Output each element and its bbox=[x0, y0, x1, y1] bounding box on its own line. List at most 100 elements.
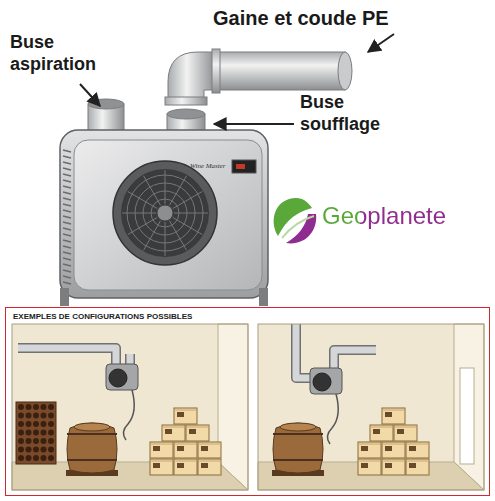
bottle-end bbox=[33, 404, 39, 410]
logo-swirl bbox=[282, 216, 314, 238]
box-edge bbox=[358, 444, 381, 445]
grill-spoke bbox=[174, 213, 208, 214]
duct-end bbox=[338, 52, 352, 90]
unit-face bbox=[74, 140, 262, 290]
box-mark bbox=[397, 429, 404, 434]
box-mark bbox=[189, 429, 196, 434]
box-mark bbox=[373, 429, 380, 434]
wine-box bbox=[174, 408, 197, 424]
mini-unit bbox=[310, 368, 342, 394]
wine-box bbox=[382, 442, 405, 458]
duct-collar bbox=[165, 97, 207, 105]
box-edge bbox=[394, 427, 417, 428]
grill-spoke bbox=[144, 176, 161, 205]
barrel bbox=[67, 423, 117, 473]
vent-slot bbox=[63, 240, 71, 242]
box-edge bbox=[358, 461, 381, 462]
duct-pipe bbox=[215, 52, 345, 90]
vent-slot bbox=[63, 174, 71, 176]
wine-box bbox=[186, 425, 209, 441]
bottle-end bbox=[26, 404, 32, 410]
scene-pipe bbox=[334, 350, 376, 368]
box-edge bbox=[174, 461, 197, 462]
vent-slot bbox=[63, 264, 71, 266]
scene-pipe bbox=[18, 348, 116, 364]
bottle-end bbox=[41, 404, 47, 410]
box-mark bbox=[177, 446, 184, 451]
box-edge bbox=[198, 461, 221, 462]
box-mark bbox=[177, 412, 184, 417]
bottle-end bbox=[18, 421, 24, 427]
vent-slot bbox=[63, 222, 71, 224]
mini-fan bbox=[109, 369, 127, 387]
bottle-end bbox=[41, 413, 47, 419]
scene bbox=[258, 324, 484, 490]
fan-grill bbox=[121, 169, 209, 257]
bottle-end bbox=[26, 421, 32, 427]
vent-slot bbox=[63, 216, 71, 218]
wine-box bbox=[150, 459, 173, 475]
bottle-end bbox=[48, 430, 54, 436]
bottle-end bbox=[48, 455, 54, 461]
side-vents bbox=[63, 150, 71, 284]
section-heading: EXEMPLES DE CONFIGURATIONS POSSIBLES bbox=[13, 312, 482, 321]
grill-spoke bbox=[128, 192, 157, 209]
box-mark bbox=[153, 463, 160, 468]
box-mark bbox=[201, 446, 208, 451]
bottle-end bbox=[41, 430, 47, 436]
bottle-end bbox=[48, 404, 54, 410]
barrel-hoop bbox=[273, 459, 323, 461]
vent-slot bbox=[63, 234, 71, 236]
grill-spoke bbox=[170, 176, 187, 205]
box-edge bbox=[370, 427, 393, 428]
wine-box bbox=[198, 442, 221, 458]
vent-slot bbox=[63, 186, 71, 188]
leader-arrow bbox=[368, 34, 394, 52]
bottle-end bbox=[48, 447, 54, 453]
wine-rack bbox=[16, 402, 56, 464]
intake-nozzle-top bbox=[88, 99, 124, 109]
bottle-end bbox=[33, 421, 39, 427]
part-name: Gaine et coude PE bbox=[213, 6, 389, 30]
box-edge bbox=[198, 444, 221, 445]
scene-pipe bbox=[334, 350, 376, 368]
logo-text: Geoplanete bbox=[322, 202, 446, 231]
box-mark bbox=[201, 463, 208, 468]
bottle-end bbox=[26, 438, 32, 444]
barrel-top bbox=[280, 423, 316, 431]
bottle-end bbox=[26, 430, 32, 436]
box-edge bbox=[382, 410, 405, 411]
box-mark bbox=[385, 446, 392, 451]
grill-spoke bbox=[165, 170, 166, 204]
wine-box bbox=[382, 408, 405, 424]
barrel-hoop bbox=[67, 459, 117, 461]
scene bbox=[12, 324, 248, 490]
vent-slot bbox=[63, 204, 71, 206]
bottle-end bbox=[26, 413, 32, 419]
wine-box bbox=[162, 425, 185, 441]
bottle-end bbox=[33, 438, 39, 444]
vent-slot bbox=[63, 282, 71, 284]
wine-box bbox=[198, 459, 221, 475]
box-edge bbox=[174, 444, 197, 445]
wine-box bbox=[394, 425, 417, 441]
vent-slot bbox=[63, 228, 71, 230]
outlet-nozzle-top bbox=[167, 109, 205, 119]
box-edge bbox=[150, 461, 173, 462]
bottle-end bbox=[41, 455, 47, 461]
bottle-end bbox=[41, 447, 47, 453]
bottle-end bbox=[33, 430, 39, 436]
box-edge bbox=[382, 461, 405, 462]
bottle-end bbox=[48, 438, 54, 444]
bottle-end bbox=[18, 455, 24, 461]
box-mark bbox=[409, 463, 416, 468]
part-name: Buse aspiration bbox=[10, 32, 110, 75]
duct-elbow bbox=[168, 52, 215, 100]
grill-spoke bbox=[165, 222, 166, 256]
bottle-end bbox=[18, 413, 24, 419]
box-edge bbox=[406, 461, 429, 462]
grill-spoke bbox=[144, 221, 161, 250]
side-wall bbox=[218, 324, 248, 490]
scene-pipe bbox=[125, 354, 135, 364]
